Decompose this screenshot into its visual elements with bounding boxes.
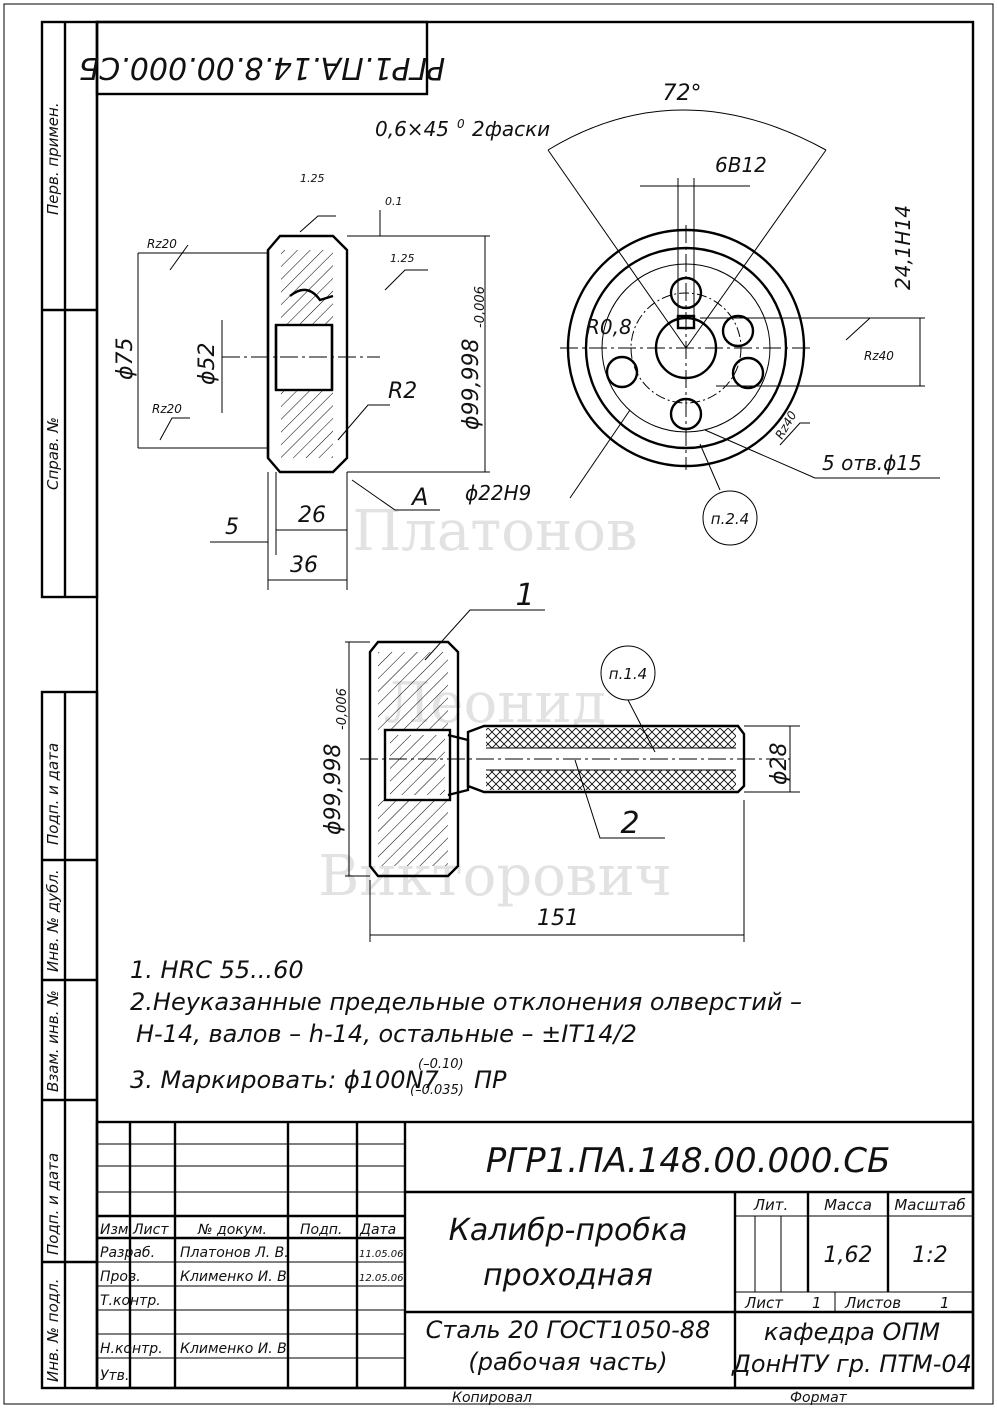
strip-label-vzam: Взам. инв. № <box>44 990 62 1092</box>
dim-26: 26 <box>298 503 326 528</box>
strip-label-dubl: Инв. № дубл. <box>44 869 62 972</box>
signer-razrab: Платонов Л. В. <box>180 1245 289 1261</box>
dim-key-depth: 24,1Н14 <box>891 205 915 290</box>
note-3-lower: (–0.035) <box>410 1083 464 1098</box>
rough-rz40a: Rz40 <box>864 349 894 363</box>
strip-label-perv: Перв. примен. <box>44 102 62 215</box>
dim-chamfer-note: 2фаски <box>472 117 550 141</box>
scale-value: 1:2 <box>912 1243 947 1268</box>
dim-36: 36 <box>290 553 318 578</box>
front-view <box>547 109 940 546</box>
sheets-number: 1 <box>940 1294 950 1312</box>
date-prov: 12.05.06 <box>359 1273 404 1284</box>
rough-125b: 1.25 <box>390 252 415 265</box>
dim-chamfer-deg: 0 <box>457 117 465 131</box>
title-org-1: кафедра ОПМ <box>764 1318 941 1346</box>
title-material-1: Сталь 20 ГОСТ1050-88 <box>426 1316 711 1344</box>
role-utv: Утв. <box>100 1368 129 1384</box>
hdr-sign: Подп. <box>300 1222 342 1238</box>
dim-d100: ϕ99,998 <box>459 339 484 431</box>
tol-01: 0.1 <box>385 195 403 208</box>
hdr-list: Лист <box>132 1222 169 1238</box>
note-1: 1. HRC 55...60 <box>130 956 304 984</box>
position-1: 1 <box>515 578 534 613</box>
rotated-code: РГР1.ПА.14.8.00.000.СБ <box>79 50 446 85</box>
sheet-number: 1 <box>812 1294 822 1312</box>
dim-d100b-tol: -0,006 <box>335 688 350 730</box>
hdr-doc: № докум. <box>197 1222 267 1238</box>
note-3: 3. Маркировать: ϕ100N7 <box>130 1066 439 1094</box>
mass-value: 1,62 <box>824 1243 873 1268</box>
dim-5: 5 <box>225 515 239 540</box>
dim-151: 151 <box>537 906 579 931</box>
title-name-1: Калибр-пробка <box>449 1213 688 1248</box>
title-org-2: ДонНТУ гр. ПТМ-04 <box>731 1350 972 1378</box>
assembly-view <box>345 609 800 942</box>
note-3-end: ПР <box>474 1066 507 1094</box>
dim-d52: ϕ52 <box>195 342 220 385</box>
watermark: Платонов Леонид Викторович <box>318 499 672 909</box>
dim-holes: 5 отв.ϕ15 <box>822 451 922 475</box>
role-nkontr: Н.контр. <box>100 1341 163 1357</box>
note-2a: 2.Неуказанные предельные отклонения олве… <box>130 988 802 1016</box>
role-tkontr: Т.контр. <box>100 1293 161 1309</box>
technical-notes: 1. HRC 55...60 2.Неуказанные предельные … <box>130 956 802 1098</box>
sheets-label: Листов <box>844 1294 901 1312</box>
dim-key-width: 6В12 <box>715 153 767 177</box>
left-strips: Перв. примен. Справ. № Подп. и дата Инв.… <box>40 20 99 1390</box>
title-material-2: (рабочая часть) <box>468 1348 667 1376</box>
rough-rz20b: Rz20 <box>152 402 182 416</box>
dim-d100b: ϕ99,998 <box>321 744 346 836</box>
note-2b: Н-14, валов – h-14, остальные – ±IT14/2 <box>136 1020 637 1048</box>
dim-r2: R2 <box>388 379 417 404</box>
rough-rz20a: Rz20 <box>147 237 177 251</box>
label-copied: Копировал <box>452 1390 532 1406</box>
role-prov: Пров. <box>100 1269 141 1285</box>
label-format: Формат <box>790 1390 848 1406</box>
bubble-p14: п.1.4 <box>609 665 647 683</box>
signer-prov: Клименко И. В. <box>180 1269 291 1285</box>
strip-label-podp2: Подп. и дата <box>44 1153 62 1255</box>
strip-label-sprav: Справ. № <box>44 417 62 490</box>
role-razrab: Разраб. <box>100 1245 155 1261</box>
strip-label-podp1: Подп. и дата <box>44 743 62 845</box>
hdr-mass: Масса <box>824 1196 872 1214</box>
hdr-lit: Лит. <box>753 1196 789 1214</box>
dim-d100-tol: -0,006 <box>473 286 488 328</box>
note-3-upper: (–0.10) <box>418 1057 464 1072</box>
dim-d75: ϕ75 <box>113 337 138 380</box>
date-razrab: 11.05.06 <box>359 1249 404 1260</box>
watermark-line1: Платонов <box>352 499 637 564</box>
dim-chamfer: 0,6×45 <box>375 117 449 141</box>
title-block <box>95 1120 975 1390</box>
sheet-label: Лист <box>744 1294 784 1312</box>
dim-r08: R0,8 <box>586 315 632 339</box>
dim-d28: ϕ28 <box>767 742 792 785</box>
strip-label-inv: Инв. № подл. <box>44 1279 62 1382</box>
hdr-scale: Масштаб <box>894 1196 965 1214</box>
letter-a: А <box>410 483 428 511</box>
rotated-code-box: РГР1.ПА.14.8.00.000.СБ <box>79 20 446 96</box>
outer-border <box>3 3 994 1405</box>
bubble-p24: п.2.4 <box>711 510 749 528</box>
title-name-2: проходная <box>483 1258 653 1293</box>
rough-125a: 1.25 <box>300 172 325 185</box>
title-code: РГР1.ПА.148.00.000.СБ <box>486 1141 891 1181</box>
hdr-izm: Изм. <box>100 1222 133 1238</box>
section-view <box>137 210 490 590</box>
dim-d22: ϕ22Н9 <box>465 481 531 505</box>
dim-angle: 72° <box>663 81 702 106</box>
watermark-line3: Викторович <box>318 844 672 909</box>
position-2: 2 <box>620 806 639 841</box>
signer-nkontr: Клименко И. В. <box>180 1341 291 1357</box>
hdr-date: Дата <box>359 1222 396 1238</box>
